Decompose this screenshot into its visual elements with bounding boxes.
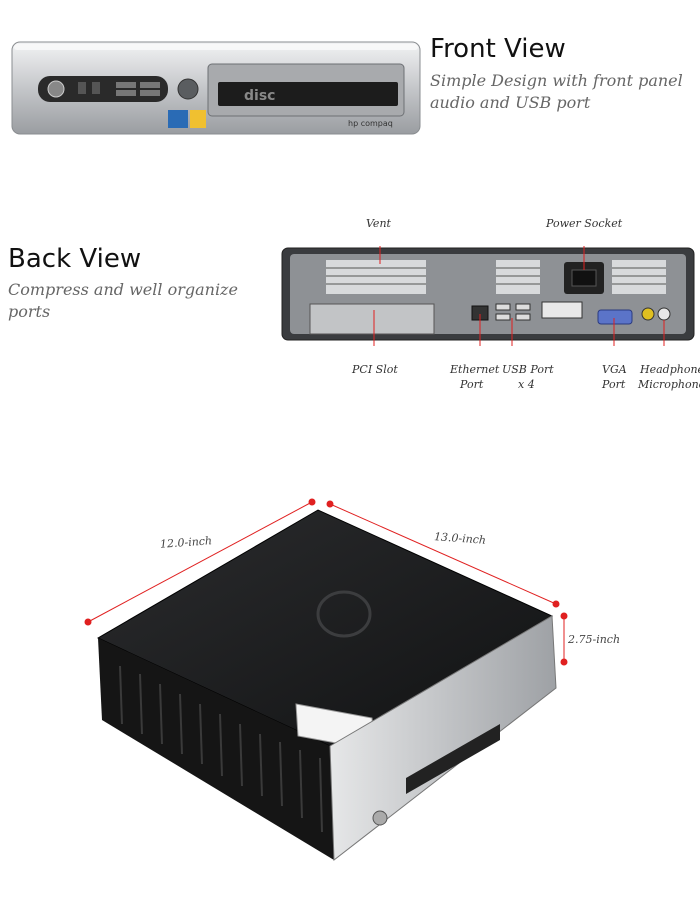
callout-usb-line2: x 4 [518, 378, 535, 391]
brand-label: hp compaq [348, 119, 393, 128]
front-view-photo: disc hp compaq [11, 41, 421, 135]
back-view-description-line1: Compress and well organize [8, 280, 238, 299]
back-view-heading: Back View [8, 244, 142, 274]
disc-logo: disc [244, 88, 275, 104]
front-view-description-line1: Simple Design with front panel [430, 71, 683, 90]
front-view-description-line2: audio and USB port [430, 93, 591, 112]
back-view-description-line2: ports [8, 302, 51, 321]
callout-pci-slot: PCI Slot [352, 363, 398, 376]
back-view-photo [281, 246, 695, 346]
callout-microphone: Microphone [638, 378, 700, 391]
front-view-heading: Front View [430, 34, 566, 64]
callout-vga-line1: VGA [602, 363, 627, 376]
callout-ethernet-line2: Port [460, 378, 484, 391]
callout-ethernet-line1: Ethernet [450, 363, 500, 376]
callout-vga-line2: Port [602, 378, 626, 391]
isometric-photo [84, 498, 568, 861]
callout-usb-line1: USB Port [502, 363, 554, 376]
callout-headphone: Headphone [640, 363, 700, 376]
callout-vent: Vent [366, 217, 391, 230]
callout-power-socket: Power Socket [546, 217, 623, 230]
dimension-height-label: 2.75-inch [568, 633, 621, 646]
